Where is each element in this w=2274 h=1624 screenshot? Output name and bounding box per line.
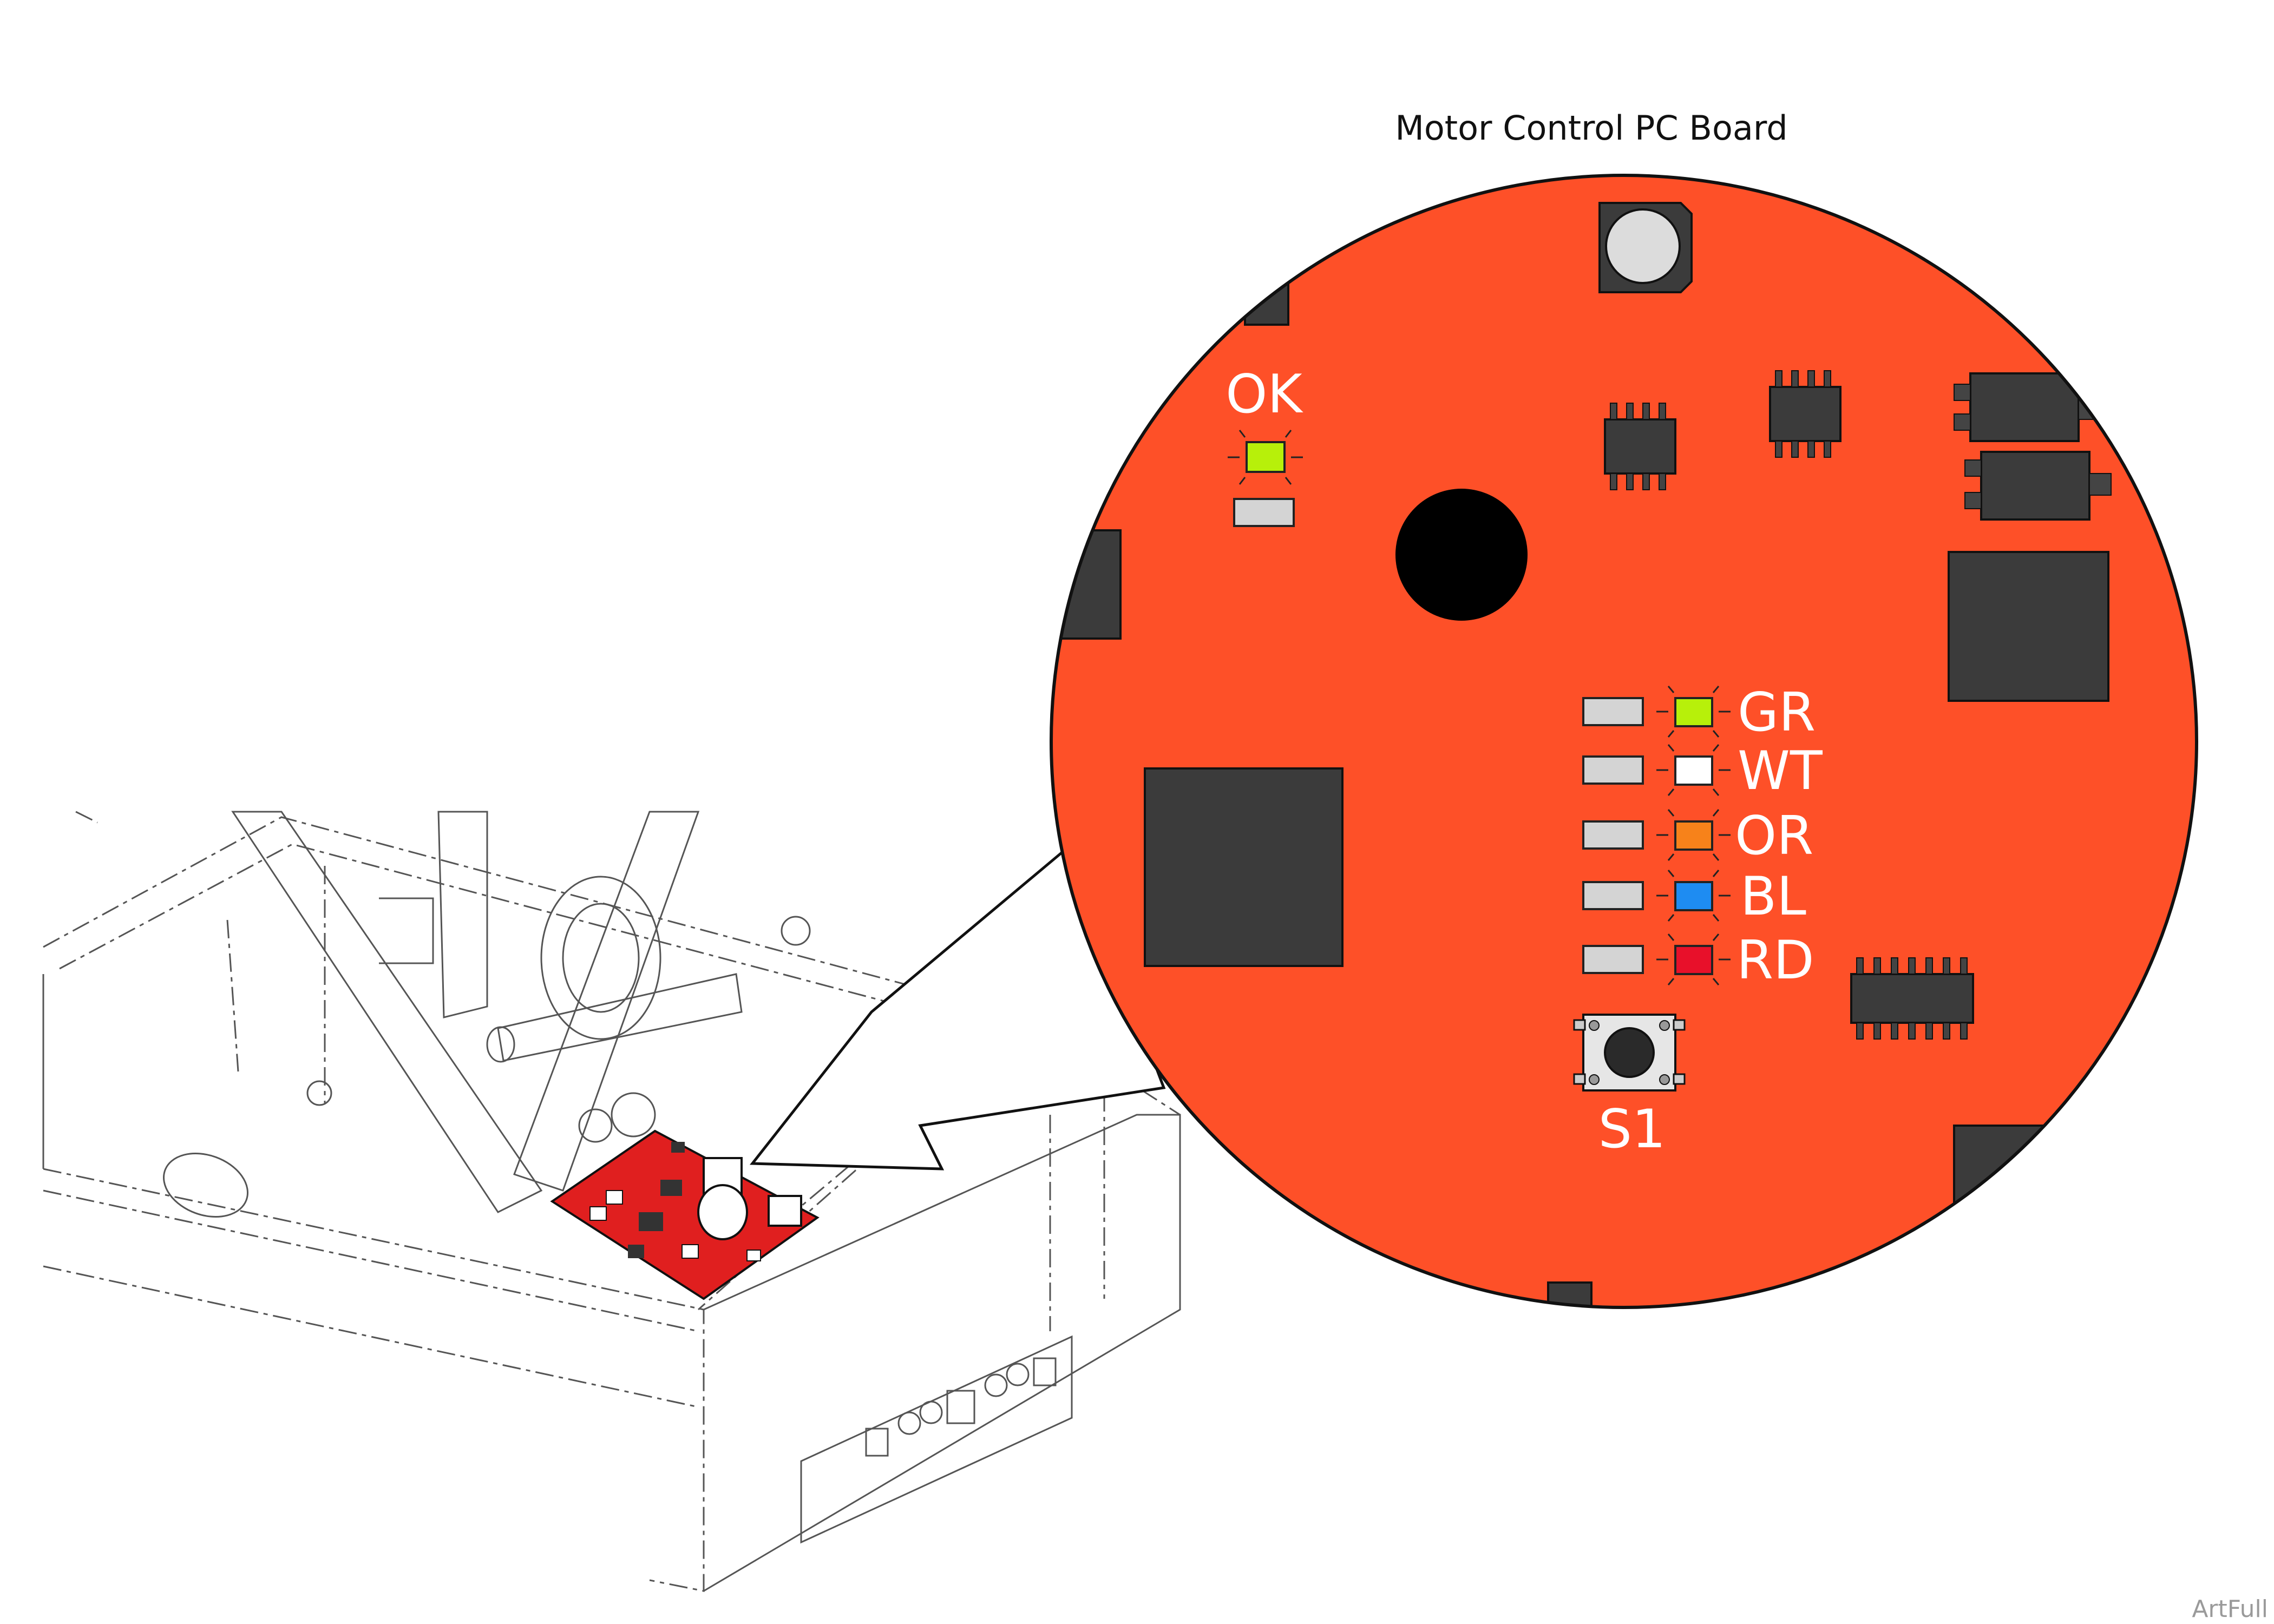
board-outline	[1050, 174, 2198, 1309]
buzzer-component	[1598, 202, 1693, 293]
diagram-title: Motor Control PC Board	[1395, 108, 1787, 148]
led-wt: WT	[1582, 740, 1823, 802]
led-or: OR	[1582, 805, 1813, 867]
led-rd-lamp	[1674, 945, 1713, 975]
soic-chip-left	[1604, 403, 1676, 490]
callout-arrow	[749, 841, 1166, 1171]
led-gr-lamp	[1674, 697, 1713, 727]
led-ok-label: OK	[1226, 364, 1303, 425]
soic-chip-right	[1769, 370, 1842, 458]
transistor-top	[1954, 372, 2101, 442]
led-rd: RD	[1582, 930, 1814, 991]
led-or-lamp	[1674, 820, 1713, 851]
led-rd-label: RD	[1736, 930, 1814, 991]
led-bl-lamp	[1674, 881, 1713, 911]
switch-s1: S1	[1573, 1014, 1686, 1160]
led-or-label: OR	[1735, 805, 1813, 867]
led-wt-label: WT	[1738, 740, 1823, 802]
led-ok-pad	[1233, 498, 1295, 527]
art-credit: ArtFull	[2192, 1595, 2268, 1623]
led-ok-lamp	[1246, 441, 1286, 473]
led-wt-lamp	[1674, 755, 1713, 786]
led-bl-label: BL	[1740, 866, 1806, 928]
led-bl: BL	[1582, 866, 1806, 928]
pc-board-in-base	[550, 1129, 820, 1300]
led-gr-label: GR	[1738, 682, 1816, 744]
transistor-bottom	[1964, 451, 2112, 521]
mounting-hole	[1395, 489, 1528, 621]
switch-s1-label: S1	[1598, 1099, 1666, 1160]
led-gr: GR	[1582, 682, 1816, 744]
switch-s1-button	[1604, 1027, 1655, 1078]
led-ok: OK	[1226, 364, 1303, 527]
board-components	[1051, 275, 2112, 1307]
dip-chip	[1850, 957, 1974, 1040]
